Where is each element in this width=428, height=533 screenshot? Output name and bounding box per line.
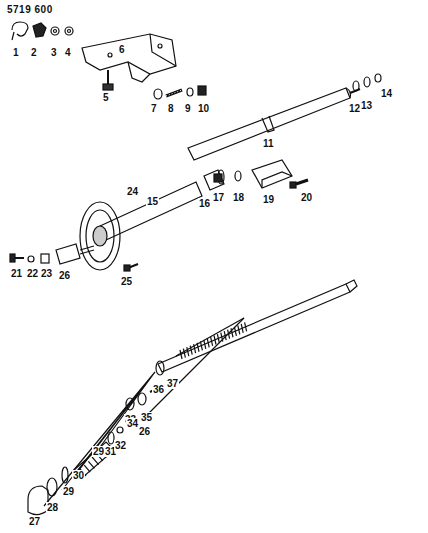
callout-number: 20	[300, 192, 313, 203]
shaft-groove	[207, 338, 209, 347]
shaft-groove	[211, 337, 213, 346]
shaft-groove	[234, 327, 236, 336]
callout-number: 3	[50, 47, 58, 58]
callout-number: 37	[166, 378, 179, 389]
callout-number: 10	[197, 103, 210, 114]
callout-number: 16	[198, 198, 211, 209]
shaft-groove	[183, 349, 185, 358]
callout-number: 13	[360, 100, 373, 111]
diagram-code: 5719 600	[6, 4, 54, 15]
callout-number: 15	[146, 196, 159, 207]
callout-number: 7	[150, 103, 158, 114]
shaft-groove	[217, 334, 219, 343]
callout-number: 14	[380, 88, 393, 99]
callout-number: 26	[58, 270, 71, 281]
shaft-groove	[238, 325, 240, 334]
callout-number: 28	[46, 502, 59, 513]
callout-number: 23	[40, 268, 53, 279]
callout-number: 24	[126, 186, 139, 197]
callout-number: 25	[120, 276, 133, 287]
callout-number: 36	[152, 384, 165, 395]
callout-number: 9	[184, 103, 192, 114]
callout-number: 6	[118, 44, 126, 55]
shaft-groove	[245, 322, 247, 331]
callout-number: 27	[28, 516, 41, 527]
callout-number: 35	[140, 412, 153, 423]
callout-number: 1	[12, 47, 20, 58]
callout-number: 32	[114, 440, 127, 451]
callout-number: 26	[138, 426, 151, 437]
callout-number: 5	[102, 92, 110, 103]
shaft-groove	[204, 340, 206, 349]
callout-number: 21	[10, 268, 23, 279]
shaft-groove	[214, 336, 216, 345]
callout-number: 11	[262, 138, 275, 149]
callout-number: 4	[64, 47, 72, 58]
callout-number: 29	[62, 486, 75, 497]
shaft-groove	[180, 350, 182, 359]
callout-number: 22	[26, 268, 39, 279]
callout-number: 8	[167, 103, 175, 114]
callout-number: 2	[30, 47, 38, 58]
spring-coil	[93, 458, 99, 465]
callout-number: 17	[212, 192, 225, 203]
callout-number: 30	[72, 470, 85, 481]
callout-number: 19	[262, 194, 275, 205]
spring-coil	[88, 461, 94, 468]
shaft-groove	[241, 324, 243, 333]
callout-number: 18	[232, 192, 245, 203]
